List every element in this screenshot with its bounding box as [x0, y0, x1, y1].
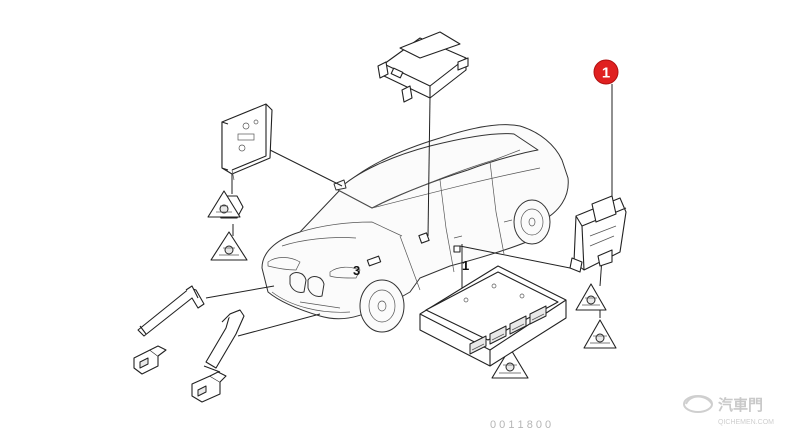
callout-number: 1 [602, 65, 610, 82]
watermark: 汽車門 QICHEMEN.COM [683, 395, 774, 426]
mounting-bracket-left [221, 103, 273, 181]
warning-symbol-5 [491, 347, 529, 379]
warning-symbol-3 [575, 283, 607, 311]
leader-lines [205, 84, 613, 347]
warning-symbol-4 [583, 319, 617, 349]
watermark-sub: QICHEMEN.COM [718, 419, 774, 426]
part-label-3: 3 [353, 263, 360, 278]
car-body [261, 124, 569, 333]
airbag-control-module [377, 31, 469, 103]
front-sensor-bracket-left [137, 285, 205, 337]
front-sensor-right [191, 371, 227, 403]
front-sensor-left [133, 345, 167, 375]
part-label-1: 1 [462, 258, 469, 273]
central-control-unit [419, 265, 567, 367]
part-number: 0 0 1 1 8 0 0 [490, 419, 551, 431]
front-sensor-bracket-right [203, 309, 245, 373]
side-airbag-module [569, 195, 627, 273]
warning-symbol-1 [207, 190, 241, 218]
warning-symbol-2 [210, 231, 248, 261]
watermark-brand: 汽車門 [718, 396, 763, 414]
callout-1[interactable]: 1 [593, 59, 619, 85]
